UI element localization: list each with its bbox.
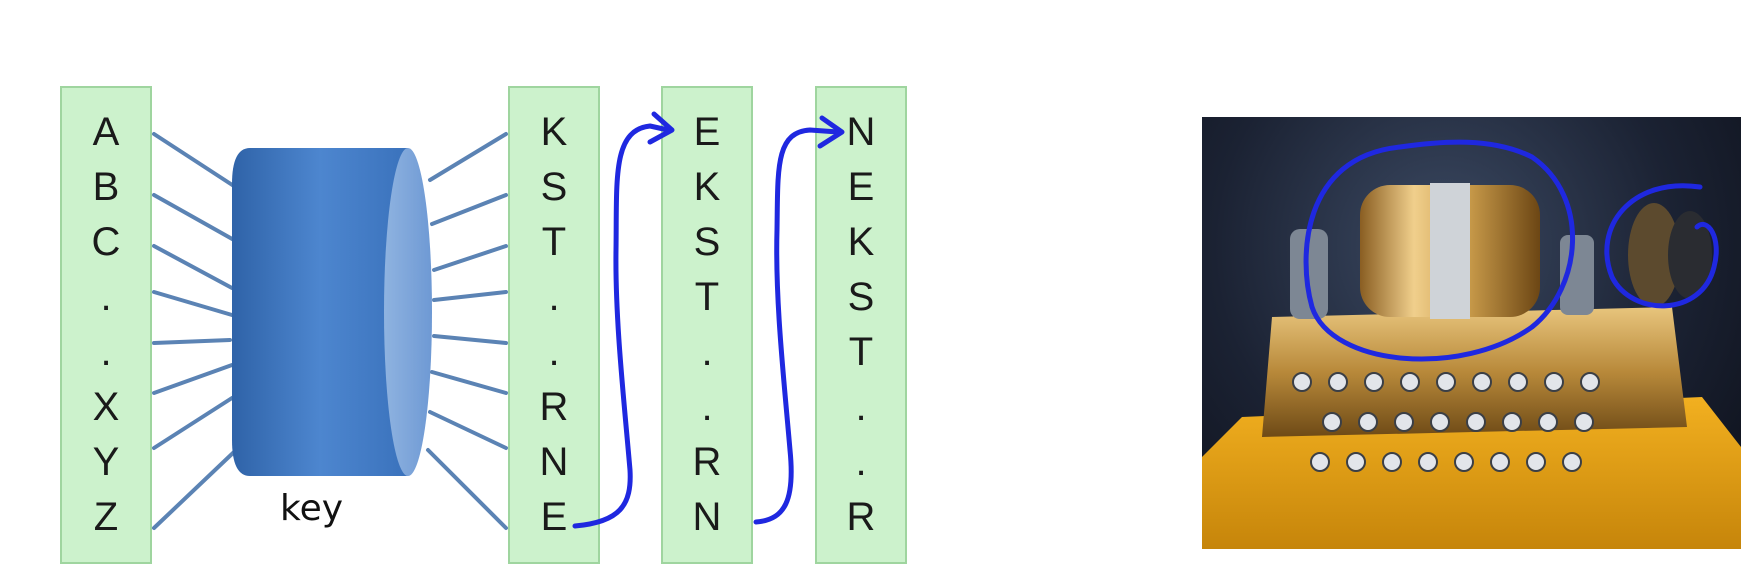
- column-letter: B: [92, 165, 120, 209]
- column-letter: N: [846, 110, 876, 154]
- circle-around-gear: [1604, 183, 1719, 309]
- column-letter: R: [846, 495, 876, 539]
- column-letter: N: [539, 440, 569, 484]
- column-letter: X: [92, 385, 120, 429]
- gear-hub: [1668, 211, 1712, 299]
- column-letter: R: [692, 440, 722, 484]
- circle-around-rotor: [1303, 139, 1576, 362]
- input-connector-lines: [152, 132, 242, 530]
- rotor-2-column: E K S T . . R N: [661, 86, 753, 564]
- column-letter: E: [540, 495, 568, 539]
- column-letter: K: [693, 165, 721, 209]
- column-letter: S: [693, 220, 721, 264]
- rotor-shift-arrows: [572, 111, 845, 529]
- column-letter: .: [548, 275, 560, 319]
- column-letter: R: [539, 385, 569, 429]
- column-letter: K: [540, 110, 568, 154]
- gear-wheel: [1628, 203, 1680, 307]
- column-letter: .: [701, 330, 713, 374]
- column-letter: Y: [92, 440, 120, 484]
- right-knob: [1560, 235, 1594, 315]
- column-letter: Z: [93, 495, 119, 539]
- rotor-1-column: K S T . . R N E: [508, 86, 600, 564]
- machine-housing: [1262, 307, 1687, 437]
- arrow-head: [817, 115, 845, 149]
- column-letter: S: [540, 165, 568, 209]
- arrow-head: [647, 111, 675, 145]
- column-letter: .: [701, 385, 713, 429]
- column-letter: K: [847, 220, 875, 264]
- column-letter: E: [693, 110, 721, 154]
- cipher-machine-photo: [1202, 117, 1741, 549]
- alphabet-column: A B C . . X Y Z: [60, 86, 152, 564]
- rotor-band: [1430, 183, 1470, 319]
- left-knob: [1290, 229, 1328, 319]
- column-letter: .: [855, 440, 867, 484]
- key-label: key: [280, 488, 344, 529]
- column-letter: C: [91, 220, 121, 264]
- column-letter: A: [92, 110, 120, 154]
- column-letter: S: [847, 275, 875, 319]
- machine-illustration: [1202, 139, 1741, 549]
- column-letter: .: [100, 330, 112, 374]
- annotation-circles: [1303, 139, 1719, 362]
- arrow-rotor-1-to-2: [572, 123, 671, 529]
- output-connector-lines: [426, 132, 508, 530]
- arrow-rotor-2-to-3: [753, 127, 841, 525]
- column-letter: E: [847, 165, 875, 209]
- column-letter: T: [541, 220, 567, 264]
- column-letter: N: [692, 495, 722, 539]
- column-letter: .: [855, 385, 867, 429]
- keyboard-keys: [1292, 372, 1600, 472]
- column-letter: .: [100, 275, 112, 319]
- column-letter: T: [848, 330, 874, 374]
- column-letter: .: [548, 330, 560, 374]
- key-cylinder: [232, 148, 432, 476]
- column-letter: T: [694, 275, 720, 319]
- rotor-3-column: N E K S T . . R: [815, 86, 907, 564]
